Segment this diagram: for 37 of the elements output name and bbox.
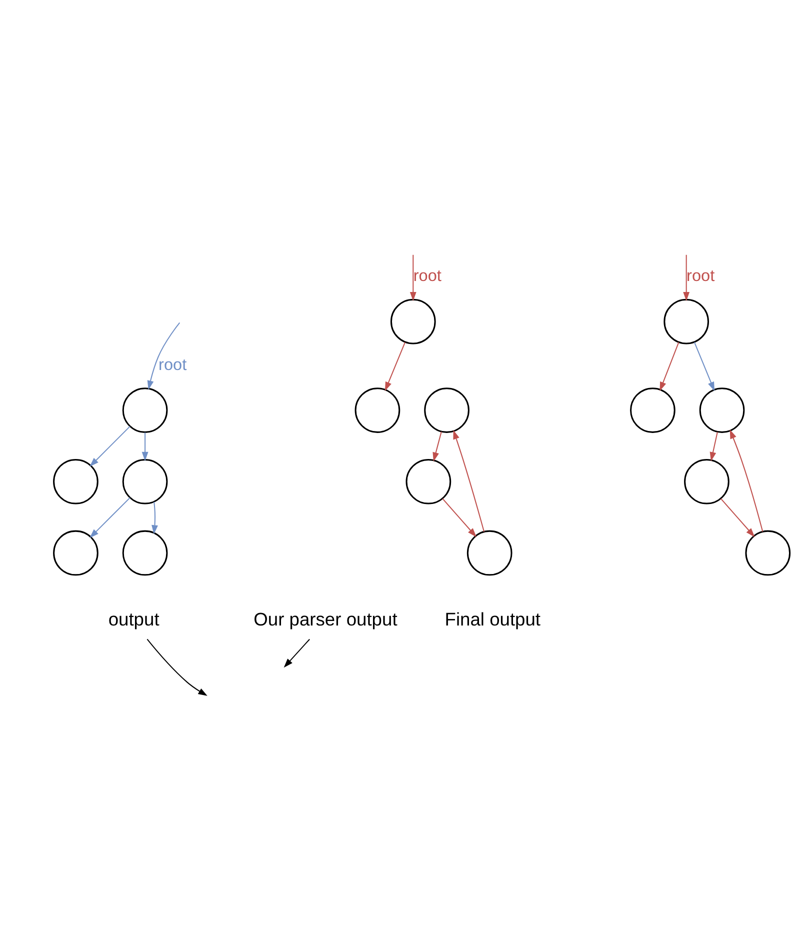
node-text: Our parser output (254, 608, 398, 629)
edge-label: root (413, 266, 442, 285)
arrow (284, 638, 310, 668)
arrow (410, 254, 416, 301)
arrow (694, 342, 715, 391)
arrow (442, 498, 476, 537)
node-circle (354, 387, 400, 432)
arrow (147, 322, 180, 390)
arrow (720, 498, 755, 537)
arrow (90, 496, 130, 538)
arrow (730, 428, 764, 532)
node-circle (122, 458, 168, 504)
node-circle (684, 458, 730, 504)
arrow (683, 254, 690, 301)
node-circle (390, 298, 436, 344)
edge-label: root (158, 355, 187, 374)
node-circle (466, 530, 512, 576)
node-circle (122, 530, 168, 576)
node-circle (664, 298, 710, 344)
arrow (142, 432, 148, 461)
arrow (90, 425, 130, 466)
arrow (384, 342, 406, 391)
edge-label: root (686, 266, 715, 285)
node-circle (122, 387, 168, 432)
node-circle (630, 387, 676, 432)
node-circle (745, 530, 791, 576)
arrow (660, 342, 680, 391)
node-text: output (108, 608, 160, 629)
arrow (710, 431, 718, 461)
arrow (453, 430, 485, 532)
node-text: Final output (444, 608, 541, 629)
node-circle (699, 387, 745, 432)
node-circle (424, 387, 470, 432)
arrow (146, 638, 208, 696)
node-circle (406, 458, 452, 504)
arrow (432, 431, 442, 462)
arrow (152, 501, 158, 534)
